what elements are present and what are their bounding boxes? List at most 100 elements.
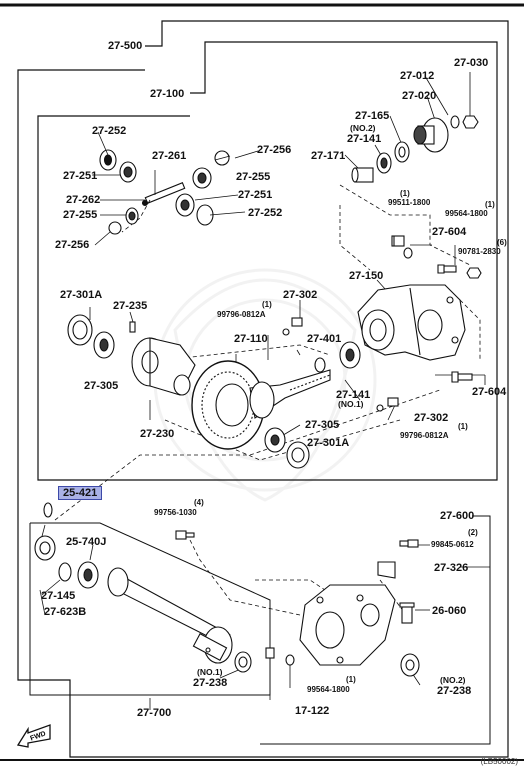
side-gear-27-251 [175, 193, 195, 217]
lock-plate-27-302-a [282, 317, 303, 336]
drive-pinion-27-110 [249, 369, 331, 419]
qty-99511: (1) [400, 189, 410, 198]
callout-26-060: 26-060 [432, 605, 467, 617]
washer-27-012 [450, 115, 460, 129]
callout-no1-141: (NO.1) [338, 399, 364, 409]
callout-27-020: 27-020 [402, 90, 437, 102]
callout-27-600: 27-600 [440, 510, 475, 522]
part-99564-b: 99564-1800 [307, 685, 350, 694]
seal-27-623B [34, 535, 56, 561]
oil-seal-27-238-a [234, 651, 252, 673]
callout-27-302-a: 27-302 [283, 289, 318, 301]
callout-27-255-a: 27-255 [236, 171, 271, 183]
diff-case-27-230 [131, 337, 196, 396]
qty-99796-a: (1) [262, 300, 272, 309]
nut-90781 [466, 267, 482, 279]
washer-27-256-b [108, 221, 122, 235]
bearing-no2-27-141 [376, 152, 392, 174]
bracket-27-326 [377, 561, 396, 579]
callout-17-122: 17-122 [295, 705, 330, 717]
oil-seal-27-165 [394, 141, 410, 163]
bolt-27-604-b [451, 371, 473, 383]
spacer-27-171 [351, 167, 374, 183]
callout-27-238-a: 27-238 [193, 677, 228, 689]
bolt-27-604-a [437, 264, 457, 274]
qty-99564-b: (1) [346, 675, 356, 684]
callout-27-235: 27-235 [113, 300, 148, 312]
callout-no2-label: (NO.2) [350, 123, 376, 133]
washer-27-256 [214, 150, 230, 166]
callout-25-740J: 25-740J [66, 536, 107, 548]
plug-99511 [391, 235, 405, 247]
part-99564-a: 99564-1800 [445, 209, 488, 218]
callout-no2-238: (NO.2) [440, 675, 466, 685]
o-ring-25-421 [43, 502, 53, 518]
callout-27-302-b: 27-302 [414, 412, 449, 424]
forward-direction-arrow-icon: FWD [16, 724, 51, 748]
callout-27-401: 27-401 [307, 333, 342, 345]
bearing-27-305-b [264, 427, 286, 453]
callout-27-252-b: 27-252 [248, 207, 283, 219]
part-99796-a: 99796-0812A [217, 310, 266, 319]
callout-27-301A-b: 27-301A [307, 437, 350, 449]
callout-27-230: 27-230 [140, 428, 175, 440]
qty-90781: (6) [497, 238, 507, 247]
part-shapes [34, 115, 482, 677]
breather-26-060 [399, 602, 415, 624]
callout-27-604-b: 27-604 [472, 386, 507, 398]
callout-27-255-b: 27-255 [63, 209, 98, 221]
callout-27-252-a: 27-252 [92, 125, 127, 137]
nut-27-030 [462, 115, 479, 129]
part-90781: 90781-2830 [458, 247, 501, 256]
oil-seal-27-238-b [400, 653, 420, 677]
adjuster-27-301A-b [286, 441, 310, 469]
boundary-27-600 [260, 515, 491, 745]
pinion-gear-27-255-b [125, 207, 139, 225]
part-99845: 99845-0612 [431, 540, 474, 549]
diagram-code: (LB50002) [480, 757, 518, 766]
callout-27-141-top: 27-141 [347, 133, 382, 145]
bearing-25-740J [77, 561, 99, 589]
ring-gear-27-110 [191, 360, 265, 450]
callout-27-012: 27-012 [400, 70, 435, 82]
callout-25-421-highlighted[interactable]: 25-421 [58, 486, 103, 500]
callout-27-500: 27-500 [108, 40, 143, 52]
bolt-27-235 [129, 321, 136, 333]
callout-27-251-a: 27-251 [63, 170, 98, 182]
part-99511: 99511-1800 [388, 198, 431, 207]
callout-27-326: 27-326 [434, 562, 469, 574]
companion-flange-27-020 [413, 117, 449, 153]
pinion-gear-27-251 [119, 161, 137, 183]
collapsible-spacer-27-401 [314, 357, 326, 373]
part-99796-b: 99796-0812A [400, 431, 449, 440]
pinion-gear-27-255-top [192, 167, 212, 189]
callout-27-165: 27-165 [355, 110, 390, 122]
callout-27-150: 27-150 [349, 270, 384, 282]
callout-27-141-bot: 27-141 [336, 389, 371, 401]
plug-17-122 [265, 647, 275, 659]
boundary-27-100 [37, 41, 498, 481]
adjuster-27-301A-a [67, 314, 93, 346]
snap-ring-27-145 [58, 562, 72, 582]
callout-27-251-b: 27-251 [238, 189, 273, 201]
callout-27-301A-a: 27-301A [60, 289, 103, 301]
callout-27-623B: 27-623B [44, 606, 87, 618]
callout-27-256-a: 27-256 [257, 144, 292, 156]
boundary-27-500 [17, 20, 509, 758]
callout-27-145: 27-145 [41, 590, 76, 602]
callout-27-238-b: 27-238 [437, 685, 472, 697]
bearing-27-305-a [93, 331, 115, 359]
callout-27-700: 27-700 [137, 707, 172, 719]
qty-99796-b: (1) [458, 422, 468, 431]
lock-plate-27-302-b [376, 397, 399, 412]
callout-27-261: 27-261 [152, 150, 187, 162]
qty-99564-a: (1) [485, 200, 495, 209]
bolt-99756 [175, 530, 195, 540]
callout-27-305-b: 27-305 [305, 419, 340, 431]
callout-27-030: 27-030 [454, 57, 489, 69]
callout-27-100: 27-100 [150, 88, 185, 100]
part-99756: 99756-1030 [154, 508, 197, 517]
bearing-no1-27-141 [339, 341, 361, 369]
callout-27-305-a: 27-305 [84, 380, 119, 392]
